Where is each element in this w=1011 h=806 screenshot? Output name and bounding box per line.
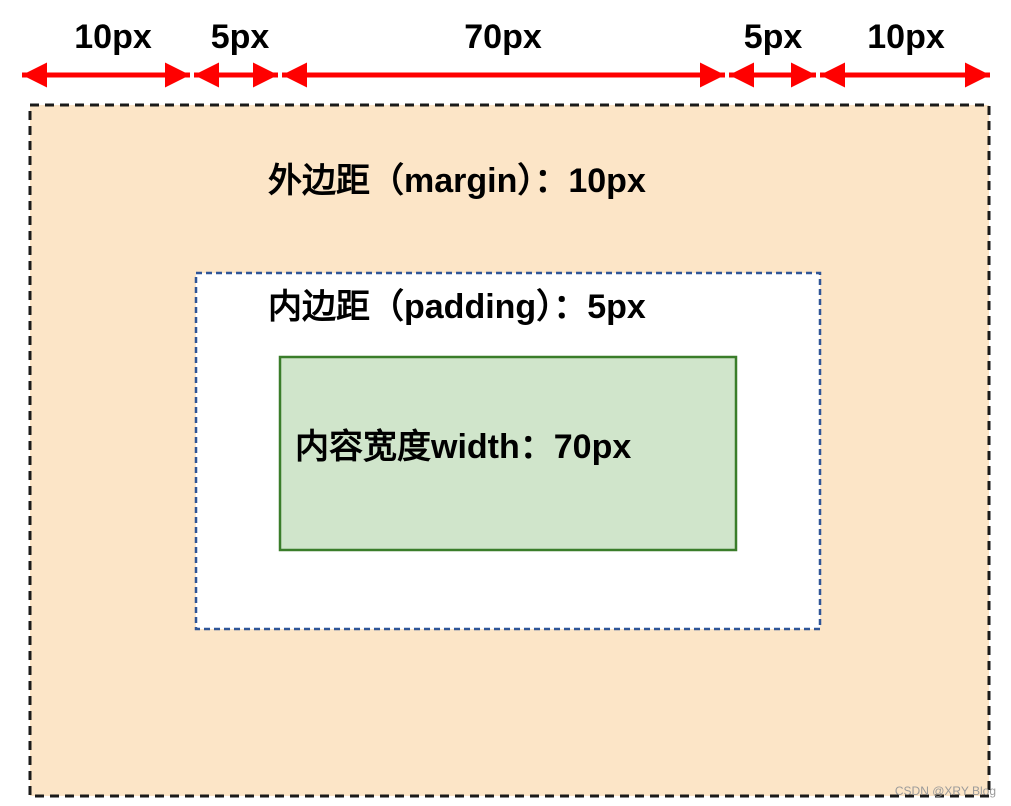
dim-label-margin-left: 10px [74,18,152,56]
dim-label-content: 70px [464,18,542,56]
content-label: 内容宽度width：70px [295,427,631,466]
dim-label-padding-left: 5px [211,18,270,56]
content-box [278,355,738,552]
padding-label: 内边距（padding）：5px [268,287,646,326]
dimension-arrows: 10px 5px 70px 5px 10px [22,18,990,88]
dim-label-padding-right: 5px [744,18,803,56]
watermark: CSDN @XRY Blog [895,784,996,798]
dim-label-margin-right: 10px [867,18,945,56]
margin-label: 外边距（margin）：10px [268,161,646,200]
